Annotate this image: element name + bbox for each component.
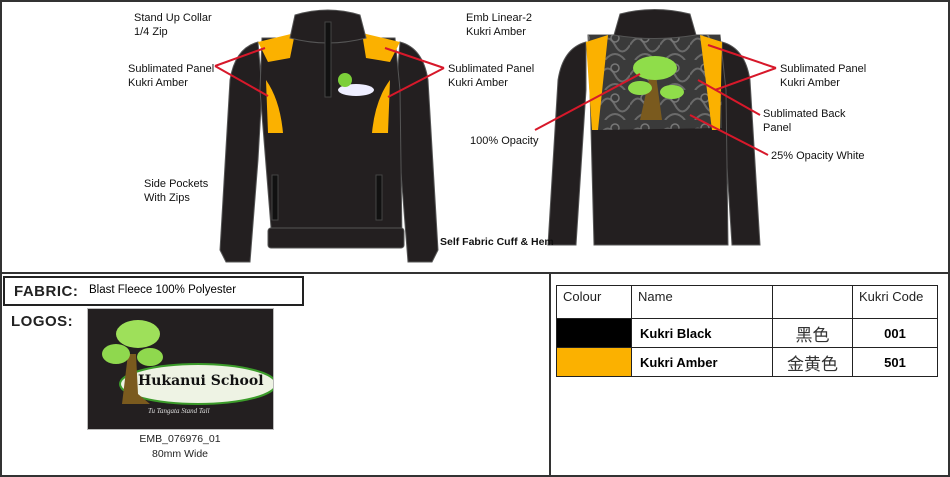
- note-opacity-25: 25% Opacity White: [771, 150, 865, 162]
- fabric-box: FABRIC: Blast Fleece 100% Polyester: [3, 276, 304, 306]
- logos-label: LOGOS:: [11, 313, 74, 330]
- note-pockets: Side Pockets With Zips: [144, 178, 209, 204]
- header-blank: [772, 285, 853, 319]
- logo-motto: Tu Tangata Stand Tall: [148, 407, 210, 415]
- school-logo: Hukanui School Tu Tangata Stand Tall: [87, 308, 274, 430]
- fabric-label: FABRIC:: [14, 283, 79, 300]
- chest-logo: [338, 84, 374, 96]
- note-front-panel: Sublimated Panel Kukri Amber: [128, 63, 215, 89]
- header-code: Kukri Code: [852, 285, 938, 319]
- header-colour: Colour: [556, 285, 632, 319]
- swatch-amber: [556, 347, 632, 377]
- front-jacket: [219, 9, 439, 263]
- logo-width: 80mm Wide: [151, 448, 208, 460]
- note-mid-panel: Sublimated Panel Kukri Amber: [448, 63, 535, 89]
- colour-code: 001: [852, 318, 938, 348]
- logo-school-name: Hukanui School: [138, 373, 264, 389]
- table-row: Kukri Black 黑色 001: [556, 318, 938, 348]
- back-jacket: [547, 9, 761, 246]
- note-opacity-100: 100% Opacity: [470, 135, 539, 147]
- note-cuff: Self Fabric Cuff & Hem: [440, 236, 554, 248]
- fabric-value: Blast Fleece 100% Polyester: [89, 284, 237, 296]
- colour-name: Kukri Black: [631, 318, 773, 348]
- column-divider: [549, 273, 551, 477]
- header-name: Name: [631, 285, 773, 319]
- note-collar: Stand Up Collar 1/4 Zip: [134, 12, 212, 38]
- section-divider: [0, 272, 950, 274]
- note-back-panel: Sublimated Back Panel: [763, 108, 846, 134]
- callout-lines: [214, 44, 777, 156]
- logo-code: EMB_076976_01: [139, 433, 221, 445]
- swatch-black: [556, 318, 632, 348]
- colour-code: 501: [852, 347, 938, 377]
- colour-chinese: 黑色: [772, 318, 853, 348]
- colour-chinese: 金黄色: [772, 347, 853, 377]
- note-back-panel-amber: Sublimated Panel Kukri Amber: [780, 63, 867, 89]
- colour-name: Kukri Amber: [631, 347, 773, 377]
- note-emb: Emb Linear-2 Kukri Amber: [466, 12, 533, 38]
- garment-drawings: [214, 9, 777, 263]
- table-row: Kukri Amber 金黄色 501: [556, 347, 938, 377]
- colour-table: Colour Name Kukri Code Kukri Black 黑色 00…: [556, 285, 938, 377]
